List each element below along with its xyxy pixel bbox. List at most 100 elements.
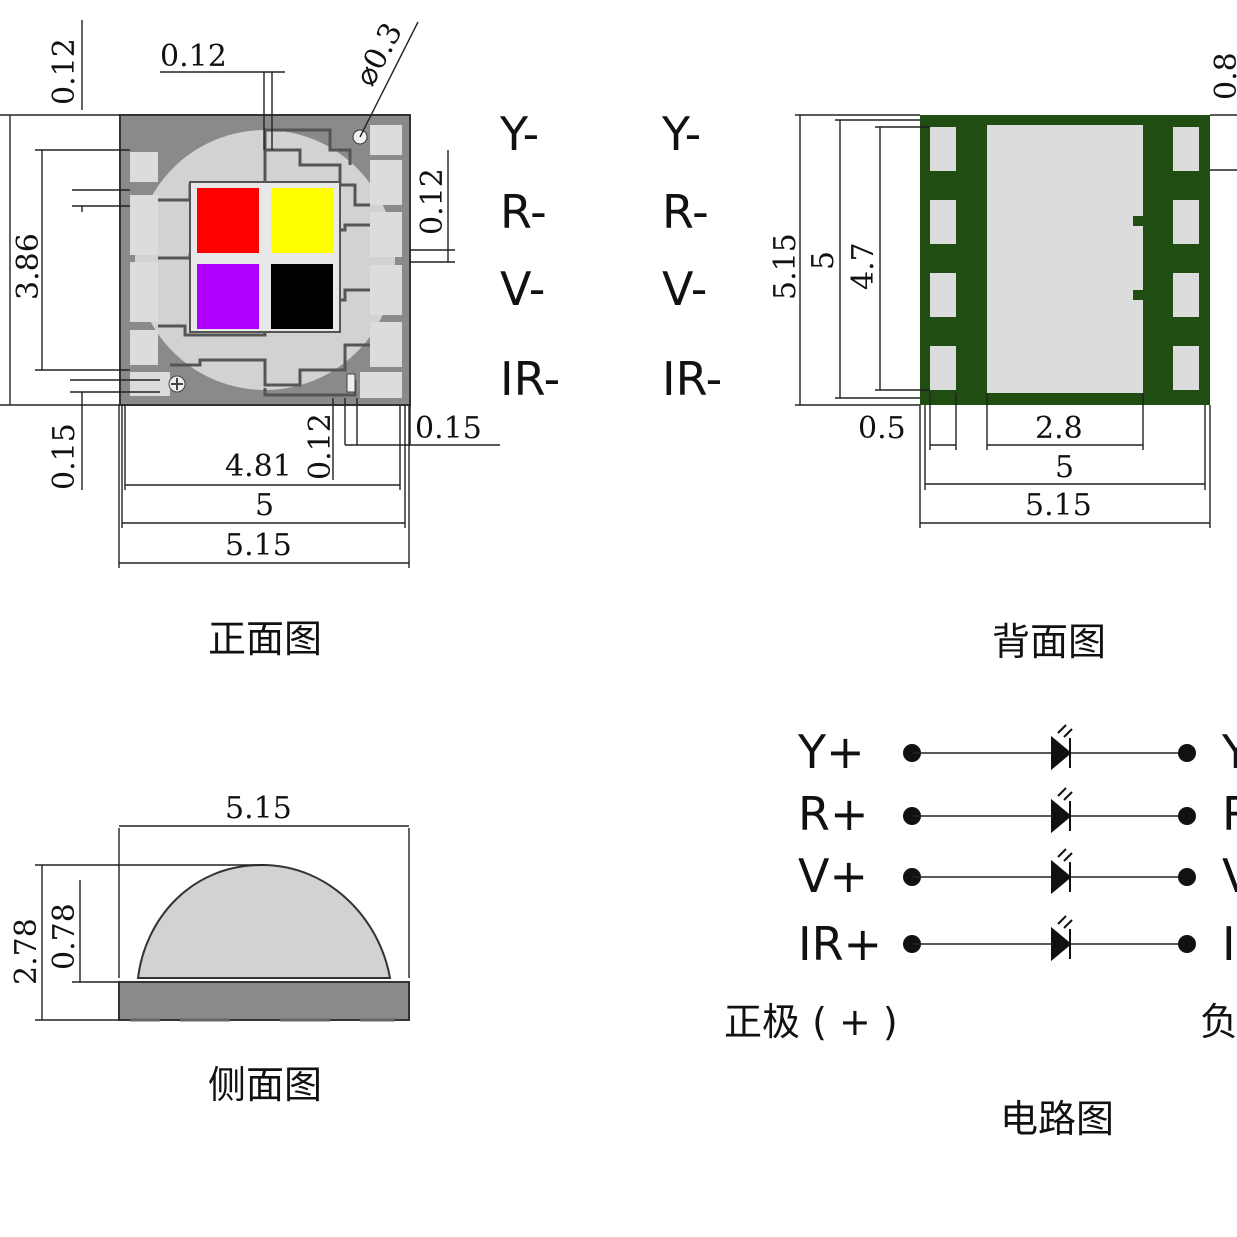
chip-yellow bbox=[271, 188, 333, 253]
front-pad bbox=[370, 160, 402, 205]
anode-label: R+ bbox=[798, 787, 869, 841]
dim-line bbox=[929, 393, 957, 450]
dim-center-pad-width: 2.8 bbox=[1035, 411, 1083, 446]
dim-via-diameter: ⌀0.3 bbox=[348, 17, 410, 92]
dim-bottom-left: 0.15 bbox=[47, 423, 82, 490]
positive-label: 正极 ( + ) bbox=[724, 1000, 898, 1044]
front-pad bbox=[130, 195, 158, 255]
back-pad bbox=[1173, 127, 1199, 171]
dim-top-right: 0.8 bbox=[1209, 52, 1237, 100]
led-symbol bbox=[1051, 915, 1073, 962]
front-pad bbox=[130, 330, 158, 365]
pin-label: V- bbox=[662, 262, 707, 316]
led-symbol bbox=[1051, 787, 1073, 834]
dim-top-gap: 0.12 bbox=[160, 39, 227, 74]
dim-right-gap: 0.12 bbox=[415, 168, 450, 235]
front-view-caption: 正面图 bbox=[208, 617, 322, 661]
dim-width-mid: 5 bbox=[1055, 450, 1074, 485]
dim-width-outer: 5.15 bbox=[225, 528, 292, 563]
terminal-dot bbox=[1178, 744, 1196, 762]
back-pad bbox=[930, 346, 956, 390]
pin-label: R- bbox=[500, 185, 547, 239]
chip-violet bbox=[197, 264, 259, 329]
dim-line bbox=[124, 405, 401, 490]
dim-side-base-height: 0.78 bbox=[47, 903, 82, 970]
front-view: 0.12 0.12 ⌀0.3 0.12 3.86 0.15 0.12 0.15 … bbox=[0, 17, 500, 661]
dim-side-width: 5.15 bbox=[225, 791, 292, 826]
led-symbol bbox=[1051, 724, 1073, 771]
pin-label: Y- bbox=[661, 107, 701, 161]
front-minus-mark bbox=[346, 373, 356, 393]
dim-line bbox=[875, 126, 930, 391]
chip-ir bbox=[271, 264, 333, 329]
dim-line bbox=[795, 114, 920, 406]
front-pad bbox=[130, 262, 158, 322]
pin-label: Y- bbox=[499, 107, 539, 161]
dim-width-inner: 4.81 bbox=[225, 449, 292, 484]
dim-line bbox=[0, 114, 120, 406]
circuit-diagram: Y+ Y R+ R V+ V IR+ bbox=[724, 724, 1237, 1141]
terminal-dot bbox=[1178, 935, 1196, 953]
front-pad bbox=[370, 125, 402, 155]
dim-top-left-vert: 0.12 bbox=[47, 38, 82, 105]
front-pad bbox=[370, 265, 402, 315]
side-view: 5.15 2.78 0.78 侧面图 bbox=[9, 791, 410, 1107]
dim-line bbox=[1210, 114, 1237, 171]
dim-height-inner: 3.86 bbox=[11, 233, 46, 300]
dim-line bbox=[160, 71, 285, 150]
dim-line bbox=[835, 119, 920, 399]
dim-line bbox=[118, 405, 410, 568]
dim-line bbox=[72, 880, 119, 983]
back-view: 0.8 5.15 5 4.7 0.5 2.8 5 5.15 背面图 bbox=[768, 52, 1237, 664]
back-pad bbox=[930, 200, 956, 244]
pin-labels-left: Y- R- V- IR- bbox=[499, 107, 560, 406]
front-trace bbox=[170, 343, 370, 387]
dim-side-total-height: 2.78 bbox=[9, 918, 44, 985]
led-symbol bbox=[1051, 848, 1073, 895]
back-pad bbox=[1173, 200, 1199, 244]
dim-line bbox=[35, 149, 130, 371]
dim-line bbox=[332, 398, 500, 480]
terminal-dot bbox=[1178, 868, 1196, 886]
dim-line bbox=[986, 393, 1144, 450]
circuit-row: IR+ I bbox=[798, 915, 1236, 971]
front-trace bbox=[263, 128, 352, 165]
front-polarity-plus bbox=[168, 375, 186, 393]
pin-label: V- bbox=[500, 262, 545, 316]
side-view-caption: 侧面图 bbox=[208, 1063, 322, 1107]
front-pad bbox=[370, 212, 402, 257]
back-center-pad bbox=[987, 125, 1143, 393]
back-notch bbox=[1133, 290, 1143, 300]
back-pad bbox=[1173, 273, 1199, 317]
dim-width-mid: 5 bbox=[255, 488, 274, 523]
side-base bbox=[118, 981, 410, 1021]
pin-labels-right: Y- R- V- IR- bbox=[661, 107, 722, 406]
cathode-label: I bbox=[1222, 917, 1236, 971]
cathode-label: R bbox=[1222, 787, 1237, 841]
dim-line bbox=[70, 379, 160, 490]
front-pad bbox=[370, 322, 402, 367]
dim-line bbox=[359, 21, 419, 138]
dim-bottom-gap-a: 0.12 bbox=[303, 413, 338, 480]
back-pad bbox=[1173, 346, 1199, 390]
circuit-row: Y+ Y bbox=[797, 724, 1237, 779]
pin-label: R- bbox=[662, 185, 709, 239]
dim-bottom-gap-b: 0.15 bbox=[415, 411, 482, 446]
dim-line bbox=[121, 405, 406, 528]
front-pad bbox=[130, 152, 158, 182]
dim-line bbox=[410, 150, 455, 263]
dim-width-outer: 5.15 bbox=[1025, 488, 1092, 523]
dim-height-mid: 5 bbox=[806, 251, 841, 270]
cathode-label: V bbox=[1222, 849, 1237, 903]
front-pad bbox=[360, 372, 402, 398]
back-pad bbox=[930, 127, 956, 171]
terminal-dot bbox=[1178, 807, 1196, 825]
cathode-label: Y bbox=[1221, 725, 1237, 779]
circuit-row: V+ V bbox=[798, 848, 1237, 903]
dim-line bbox=[72, 20, 130, 212]
back-pad bbox=[930, 273, 956, 317]
anode-label: Y+ bbox=[797, 725, 865, 779]
negative-label: 负 bbox=[1200, 1000, 1237, 1044]
side-lens-dome bbox=[136, 863, 392, 979]
